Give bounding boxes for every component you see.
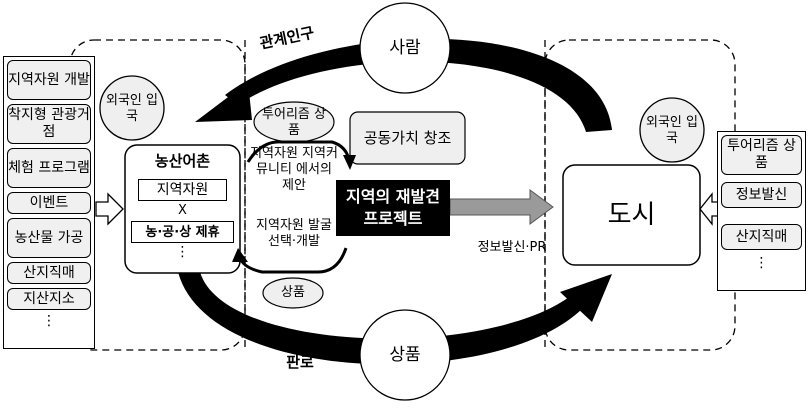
person-label: 사람	[389, 38, 421, 58]
village-resource-box: 지역자원	[138, 179, 227, 201]
right-item-label: 산지직매	[735, 228, 788, 245]
person-circle	[359, 2, 451, 94]
village-partnership-label: 농·공·상 제휴	[145, 224, 220, 240]
right-item-direct-sales: 산지직매	[721, 224, 802, 250]
left-item-label: 체험 프로그램	[8, 159, 90, 176]
right-item-tourism-product: 투어리즘 상품	[721, 135, 802, 175]
relation-flow-arrowhead	[195, 82, 252, 122]
info-pr-label: 정보발신·PR	[477, 240, 547, 255]
shared-value-label: 공동가치 창조	[363, 129, 452, 147]
right-item-label: 정보발신	[735, 186, 788, 203]
left-item-label: 산지직매	[23, 264, 75, 281]
left-column-ellipsis: ⋮	[42, 313, 56, 329]
left-item-produce-processing: 농산물 가공	[7, 218, 91, 258]
village-resource-label: 지역자원	[156, 181, 209, 198]
project-title: 지역의 재발견 프로젝트	[336, 180, 450, 236]
product-label: 상품	[389, 345, 421, 365]
left-input-arrow	[95, 192, 124, 226]
foreign-entry-circle-left	[99, 75, 165, 141]
proposal-label: 지역자원 지역커뮤니티 에서의 제안	[250, 146, 338, 193]
to-city-arrow	[449, 189, 554, 225]
left-item-label: 착지형 관광거점	[8, 107, 90, 140]
right-item-info-broadcast: 정보발신	[721, 182, 802, 208]
small-product-ellipse	[262, 277, 324, 309]
cycle-arc-bottom-arrowhead	[232, 248, 248, 262]
relation-flow-arrow	[225, 38, 612, 132]
village-ellipsis: ⋮	[175, 244, 190, 260]
village-title: 농산어촌	[154, 152, 211, 170]
left-item-label: 이벤트	[29, 194, 69, 211]
city-box	[562, 164, 701, 266]
shared-value-box	[349, 111, 466, 165]
product-circle	[359, 309, 451, 401]
left-item-direct-sales: 산지직매	[7, 262, 91, 284]
sales-flow-arrowhead	[560, 274, 612, 322]
right-column-ellipsis: ⋮	[754, 255, 769, 271]
cycle-arc-bottom	[238, 247, 348, 274]
sales-channel-label: 판로	[286, 353, 314, 371]
left-item-label: 지역자원 개발	[8, 71, 90, 88]
left-item-tourism-base: 착지형 관광거점	[7, 104, 91, 144]
left-item-label: 지산지소	[23, 290, 75, 307]
foreign-entry-label-left: 외국인 입국	[106, 93, 158, 124]
foreign-entry-label-right: 외국인 입국	[646, 115, 698, 146]
cycle-arc-top	[246, 140, 351, 163]
discovery-label: 지역자원 발굴 선택·개발	[256, 218, 332, 249]
left-item-event: 이벤트	[7, 192, 91, 214]
cycle-arc-top-arrowhead	[343, 155, 356, 170]
city-label: 도시	[607, 200, 656, 230]
small-product-label: 상품	[281, 285, 305, 300]
left-item-label: 농산물 가공	[14, 229, 84, 246]
right-item-label: 투어리즘 상품	[727, 138, 796, 171]
village-cross: X	[178, 203, 187, 218]
village-partnership-box: 농·공·상 제휴	[131, 221, 234, 243]
left-item-resource-development: 지역자원 개발	[7, 60, 91, 100]
left-item-local-consumption: 지산지소	[7, 288, 91, 310]
foreign-entry-circle-right	[639, 97, 705, 163]
sales-flow-arrow	[178, 272, 590, 365]
tourism-product-label: 투어리즘 상품	[262, 107, 326, 138]
left-item-experience-program: 체험 프로그램	[7, 148, 91, 188]
